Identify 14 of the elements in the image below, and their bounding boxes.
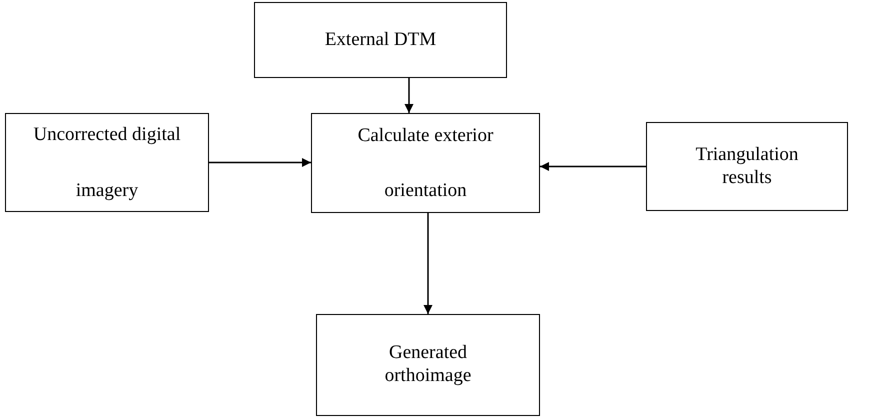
box-label: Uncorrected digital imagery bbox=[32, 123, 182, 202]
arrow bbox=[540, 162, 646, 171]
arrow bbox=[404, 78, 414, 113]
arrow bbox=[424, 213, 432, 314]
arrow bbox=[209, 158, 311, 167]
process-box bbox=[316, 314, 540, 416]
process-box bbox=[646, 122, 848, 211]
box-label: Triangulation results bbox=[694, 144, 800, 190]
process-box bbox=[254, 2, 507, 78]
box-label: Generated orthoimage bbox=[384, 342, 472, 388]
process-box bbox=[311, 113, 540, 213]
box-label: External DTM bbox=[324, 28, 436, 52]
process-box bbox=[5, 113, 209, 212]
box-label: Calculate exterior orientation bbox=[356, 124, 494, 203]
